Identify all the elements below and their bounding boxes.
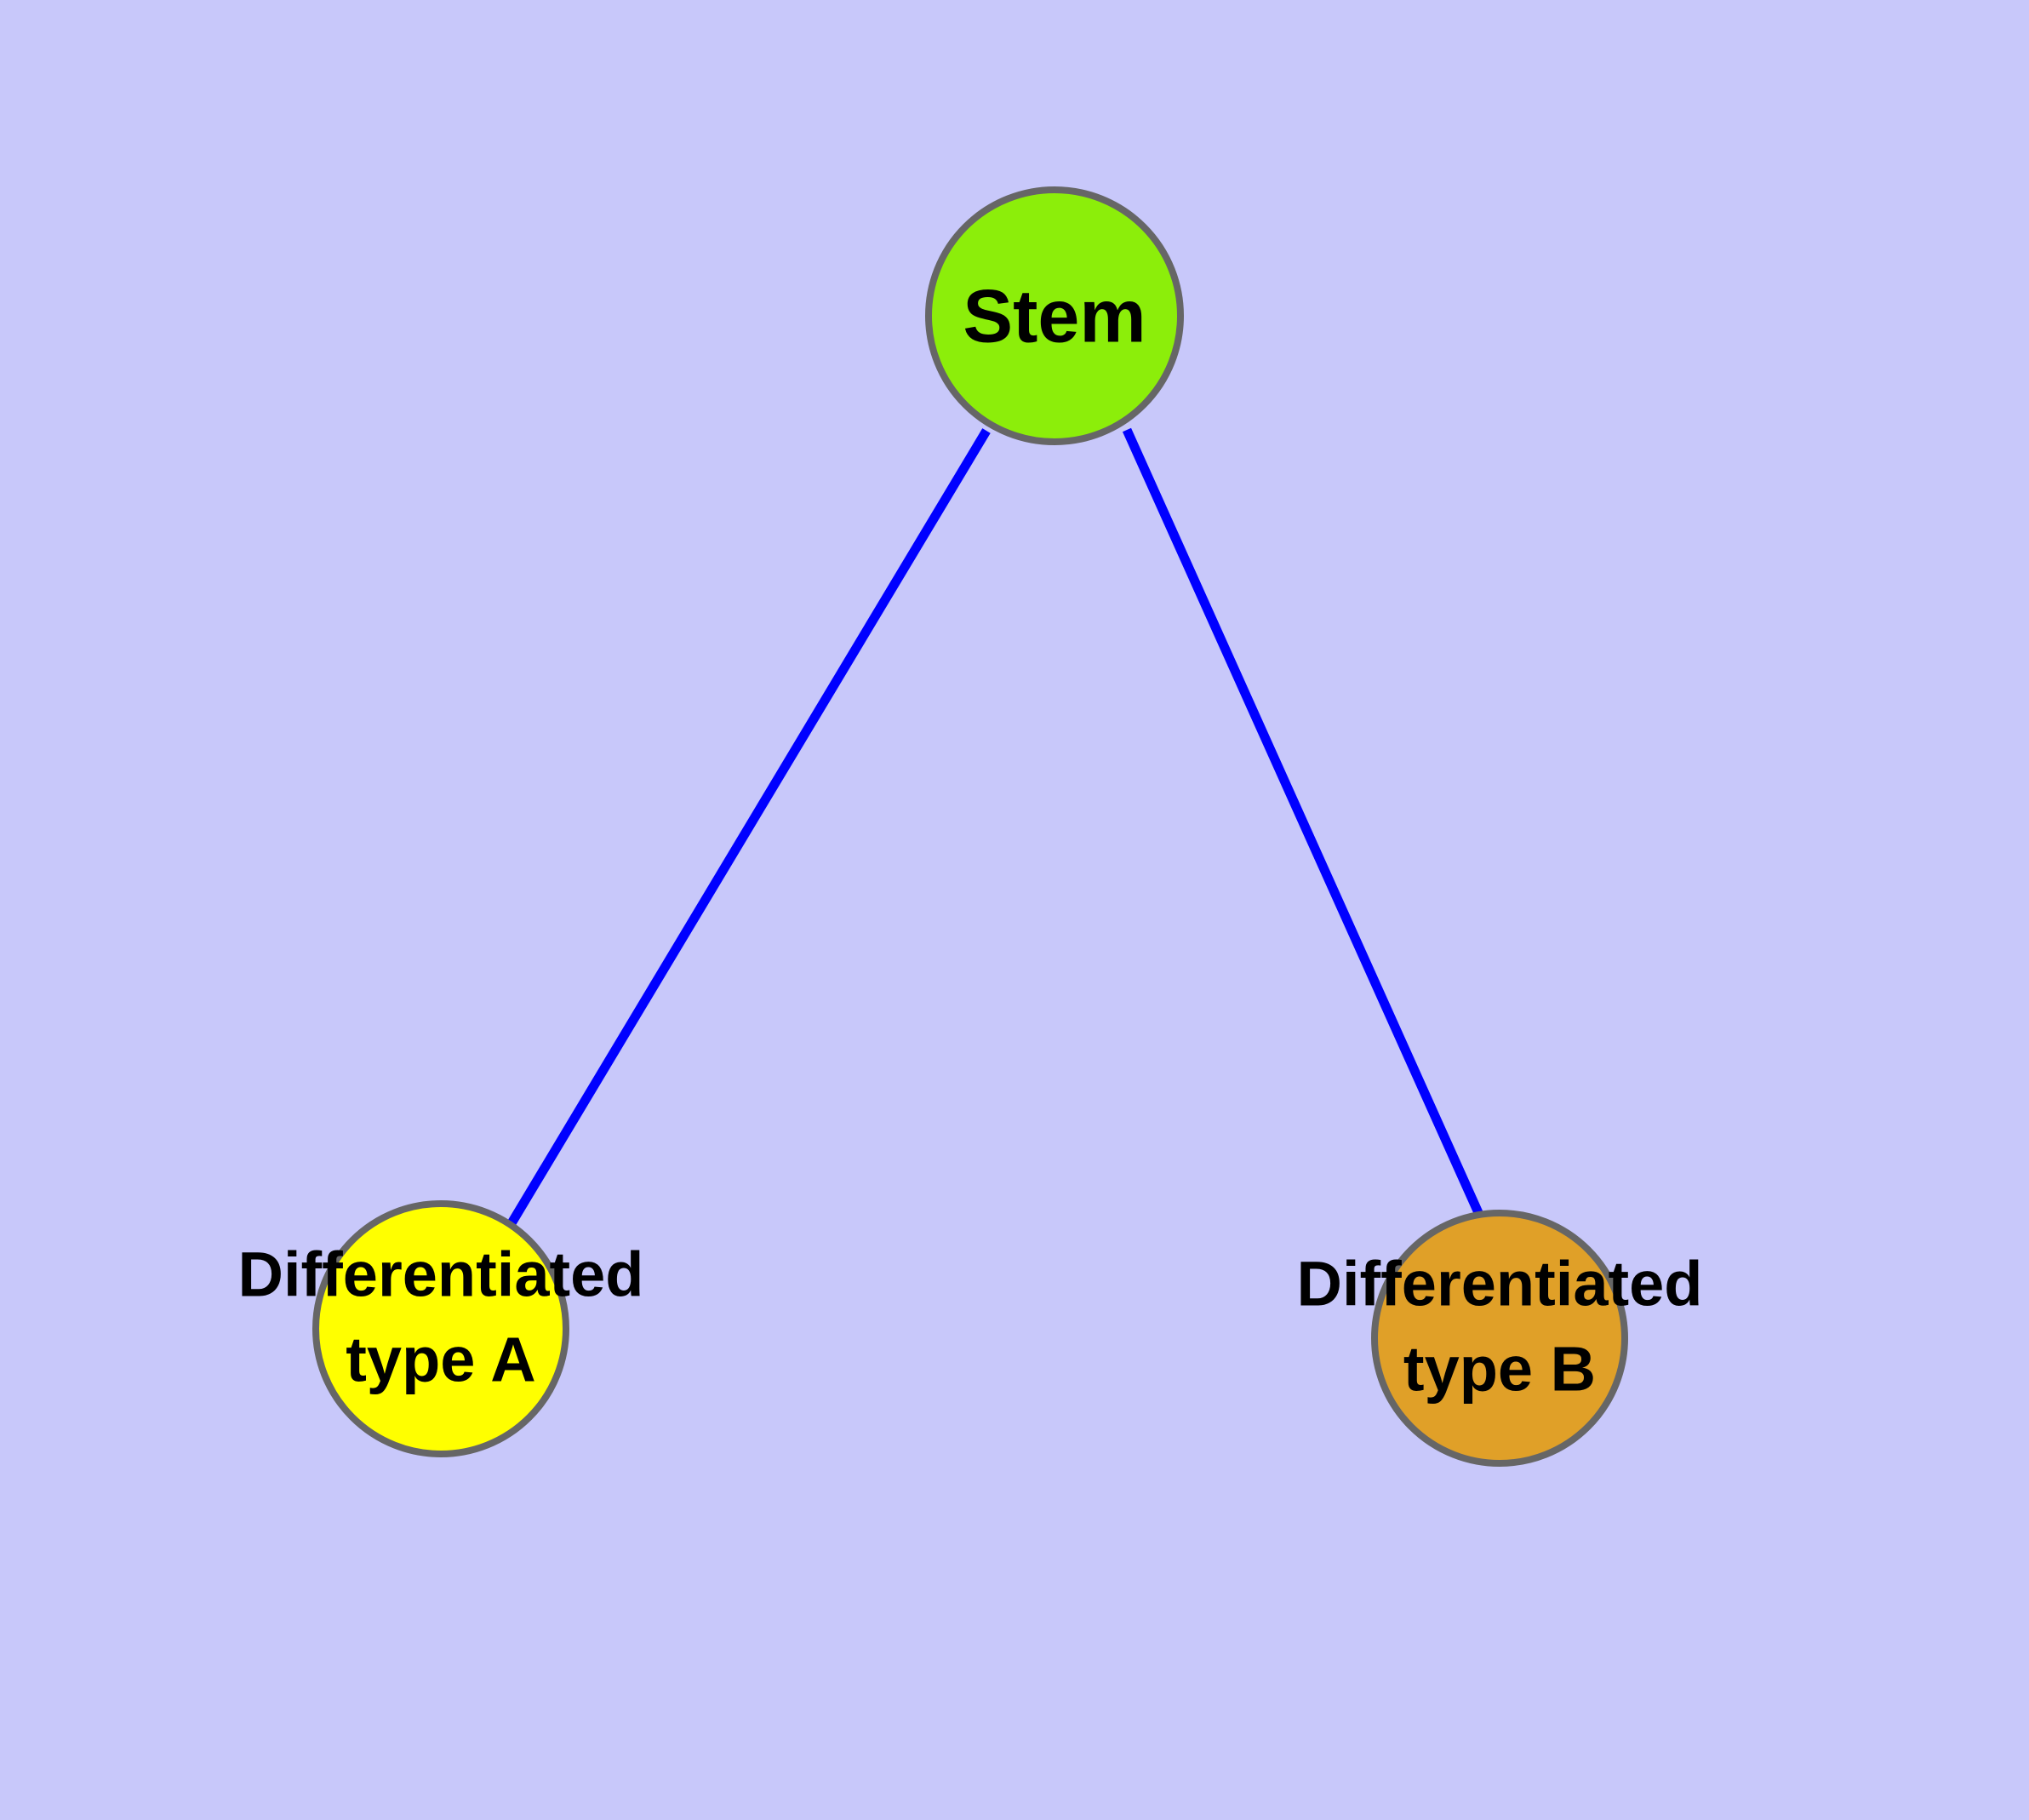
node-differentiated-type-a-label-line1: Differentiated [238,1239,644,1310]
edge-stem-to-differentiated-type-a[interactable] [507,428,991,1226]
node-differentiated-type-b-label-line2: type B [1403,1334,1596,1405]
edge-stem-to-differentiated-type-b[interactable] [1122,427,1485,1219]
node-differentiated-type-a-circle[interactable] [312,1200,569,1457]
node-differentiated-type-b[interactable]: Differentiated type B [1297,1210,1703,1467]
node-differentiated-type-a-label-line2: type A [346,1325,535,1395]
node-stem[interactable]: Stem [925,186,1184,445]
node-stem-label: Stem [963,273,1146,358]
edge-layer [507,427,1485,1226]
node-differentiated-type-b-circle[interactable] [1371,1210,1628,1467]
node-stem-circle[interactable] [925,186,1184,445]
node-differentiated-type-a[interactable]: Differentiated type A [238,1200,644,1457]
node-differentiated-type-b-label-line1: Differentiated [1297,1249,1703,1319]
